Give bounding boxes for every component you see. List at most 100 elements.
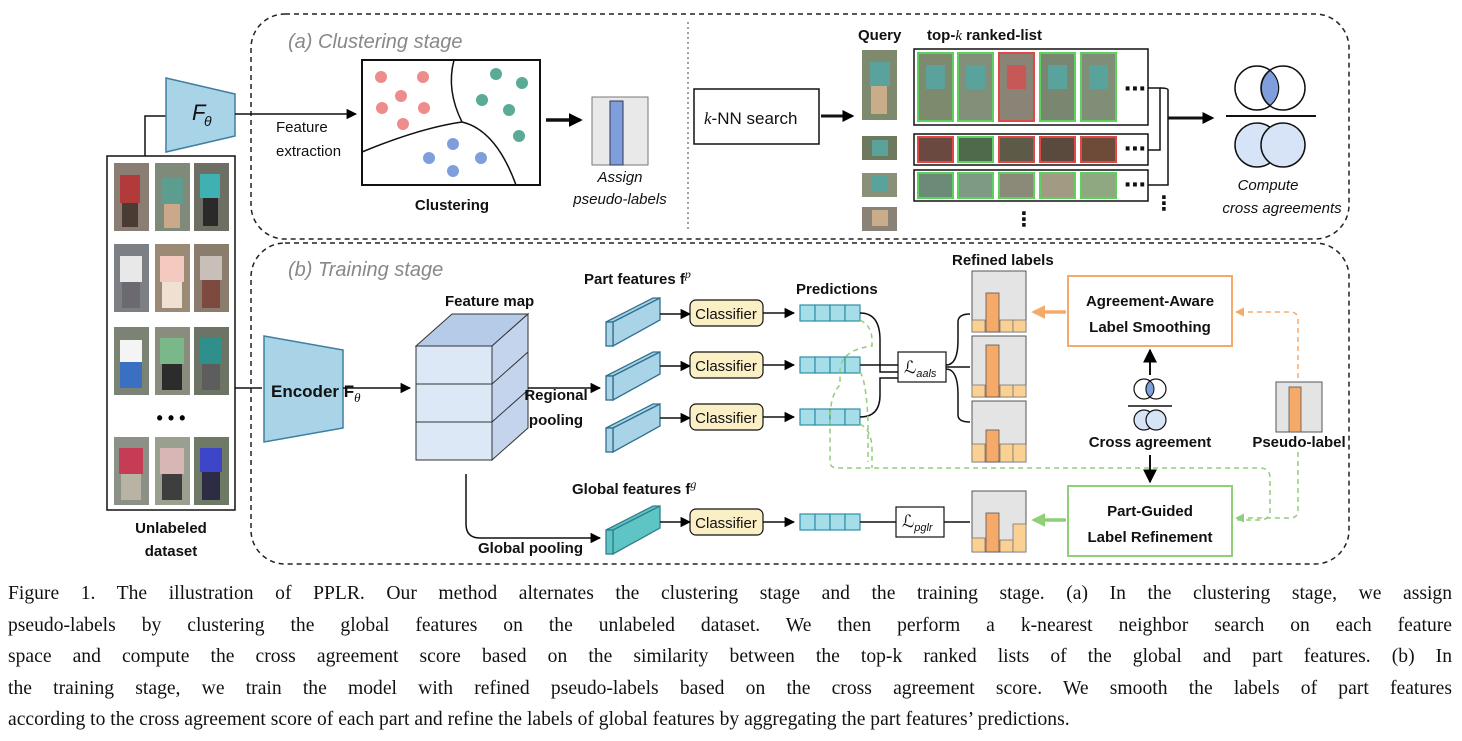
loss-aals-sub: aals (916, 368, 937, 380)
classifier-label: Classifier (695, 358, 757, 375)
clustering-stage-title: (a) Clustering stage (288, 31, 463, 53)
global-features-label: Global features f (572, 481, 691, 498)
loss-pglr-symbol: ℒ (902, 512, 914, 531)
training-stage-title: (b) Training stage (288, 259, 443, 281)
regional-pooling-line1: Regional (524, 387, 587, 404)
pglr-box: Part-Guided Label Refinement (1067, 485, 1233, 557)
figure-caption: Figure 1. The illustration of PPLR. Our … (8, 578, 1452, 736)
classifier-part-3: Classifier (689, 403, 764, 431)
cluster-blue (423, 138, 487, 177)
topk-pre: top- (927, 27, 955, 44)
caption-line-1: Figure 1. The illustration of PPLR. Our … (8, 583, 1452, 604)
cluster-green (476, 68, 528, 142)
topk-k: k (955, 28, 962, 44)
feature-extraction-line2: extraction (276, 143, 341, 160)
cross-agreement-icon-large (1226, 65, 1316, 168)
svg-text:ℒaals: ℒaals (904, 358, 937, 380)
ranked-list-vellipsis: ⋮ (1014, 209, 1034, 231)
part-features-label: Part features f (584, 271, 686, 288)
ranked-list-1: ⋯ (913, 48, 1149, 126)
svg-text:ℒpglr: ℒpglr (902, 512, 934, 534)
predictions-label: Predictions (796, 281, 878, 298)
ranked-list-3-ellipsis: ⋯ (1124, 172, 1146, 197)
knn-rest: -NN search (712, 109, 798, 128)
svg-text:Part features fp: Part features fp (584, 267, 691, 288)
brace-vellipsis: ⋮ (1154, 193, 1174, 215)
dataset-image-grid (114, 163, 229, 505)
pglr-line1: Part-Guided (1107, 503, 1193, 520)
loss-aals-symbol: ℒ (904, 358, 916, 377)
caption-line-2: pseudo-labels by clustering the global f… (8, 614, 1452, 636)
global-features-sup: g (690, 477, 696, 491)
training-stage-panel: (b) Training stage (250, 242, 1350, 565)
classifier-global: Classifier (689, 508, 764, 536)
cross-agreement-label: Cross agreement (1089, 434, 1212, 451)
compute-line1: Compute (1238, 177, 1299, 194)
part-feature-bars (605, 296, 661, 454)
encoder-label: Encoder F (271, 382, 354, 401)
encoder-sub: θ (354, 390, 361, 405)
global-pooling-label: Global pooling (478, 540, 583, 557)
classifier-part-1: Classifier (689, 299, 764, 327)
topk-post: ranked-list (962, 27, 1042, 44)
dataset-label-line1: Unlabeled (135, 520, 207, 537)
classifier-part-2: Classifier (689, 351, 764, 379)
query-label: Query (858, 27, 902, 44)
classifier-label: Classifier (695, 410, 757, 427)
svg-text:k-NN search: k-NN search (704, 109, 798, 128)
feature-extractor-f-theta: F θ (165, 77, 236, 153)
ranked-list-3: ⋯ (913, 169, 1149, 202)
knn-search-box: k-NN search (693, 88, 820, 145)
clustering-stage-panel: (a) Clustering stage (250, 13, 1350, 240)
clustering-label: Clustering (415, 197, 489, 214)
regional-pooling-line2: pooling (529, 412, 583, 429)
caption-line-3: space and compute the cross agreement sc… (8, 646, 1452, 667)
dataset-ellipsis: • • • (157, 408, 186, 428)
aals-box: Agreement-Aware Label Smoothing (1067, 275, 1233, 347)
svg-text:Encoder Fθ: Encoder Fθ (271, 382, 361, 405)
feature-map-label: Feature map (445, 293, 534, 310)
refined-label-1 (971, 270, 1027, 333)
loss-pglr-sub: pglr (913, 522, 934, 534)
compute-line2: cross agreements (1222, 200, 1342, 217)
refined-labels-title: Refined labels (952, 252, 1054, 269)
feature-map-cube (414, 312, 530, 462)
f-theta-subscript: θ (204, 113, 212, 129)
f-theta-symbol: F (192, 100, 207, 125)
cross-agreement-icon-small (1128, 378, 1172, 431)
pplr-diagram: (a) Clustering stage • • • Unlabeled dat… (106, 13, 1350, 565)
refined-label-global (971, 490, 1027, 553)
query-images (862, 50, 897, 231)
svg-text:Global features fg: Global features fg (572, 477, 696, 498)
ranked-list-1-ellipsis: ⋯ (1124, 76, 1146, 101)
loss-aals: ℒaals (897, 351, 947, 383)
caption-line-4: the training stage, we train the model w… (8, 677, 1452, 699)
pglr-line2: Label Refinement (1087, 529, 1212, 546)
pseudo-label-text: Pseudo-label (1252, 434, 1345, 451)
unlabeled-dataset: • • • Unlabeled dataset (106, 155, 236, 560)
global-feature-bar (605, 504, 661, 556)
clustering-box (361, 59, 541, 186)
aals-line1: Agreement-Aware (1086, 293, 1214, 310)
refined-label-3 (971, 400, 1027, 463)
refined-label-2 (971, 335, 1027, 398)
classifier-label: Classifier (695, 306, 757, 323)
aals-line2: Label Smoothing (1089, 319, 1211, 336)
topk-label: top-k ranked-list (927, 27, 1042, 44)
assign-line2: pseudo-labels (572, 191, 667, 208)
assign-pseudo-label-icon (591, 96, 649, 166)
dataset-label-line2: dataset (145, 543, 198, 560)
feature-extraction-line1: Feature (276, 119, 328, 136)
cluster-red (375, 71, 430, 130)
prediction-vectors (799, 304, 861, 531)
knn-k: k (704, 109, 712, 128)
classifier-label: Classifier (695, 515, 757, 532)
encoder-f-theta: Encoder Fθ (263, 335, 361, 443)
ranked-list-2-ellipsis: ⋯ (1124, 136, 1146, 161)
part-features-sup: p (684, 267, 691, 281)
loss-pglr: ℒpglr (895, 506, 945, 538)
assign-line1: Assign (596, 169, 642, 186)
ranked-list-2: ⋯ (913, 133, 1149, 166)
caption-line-5: according to the cross agreement score o… (8, 709, 1070, 730)
pseudo-label-icon (1275, 381, 1323, 433)
